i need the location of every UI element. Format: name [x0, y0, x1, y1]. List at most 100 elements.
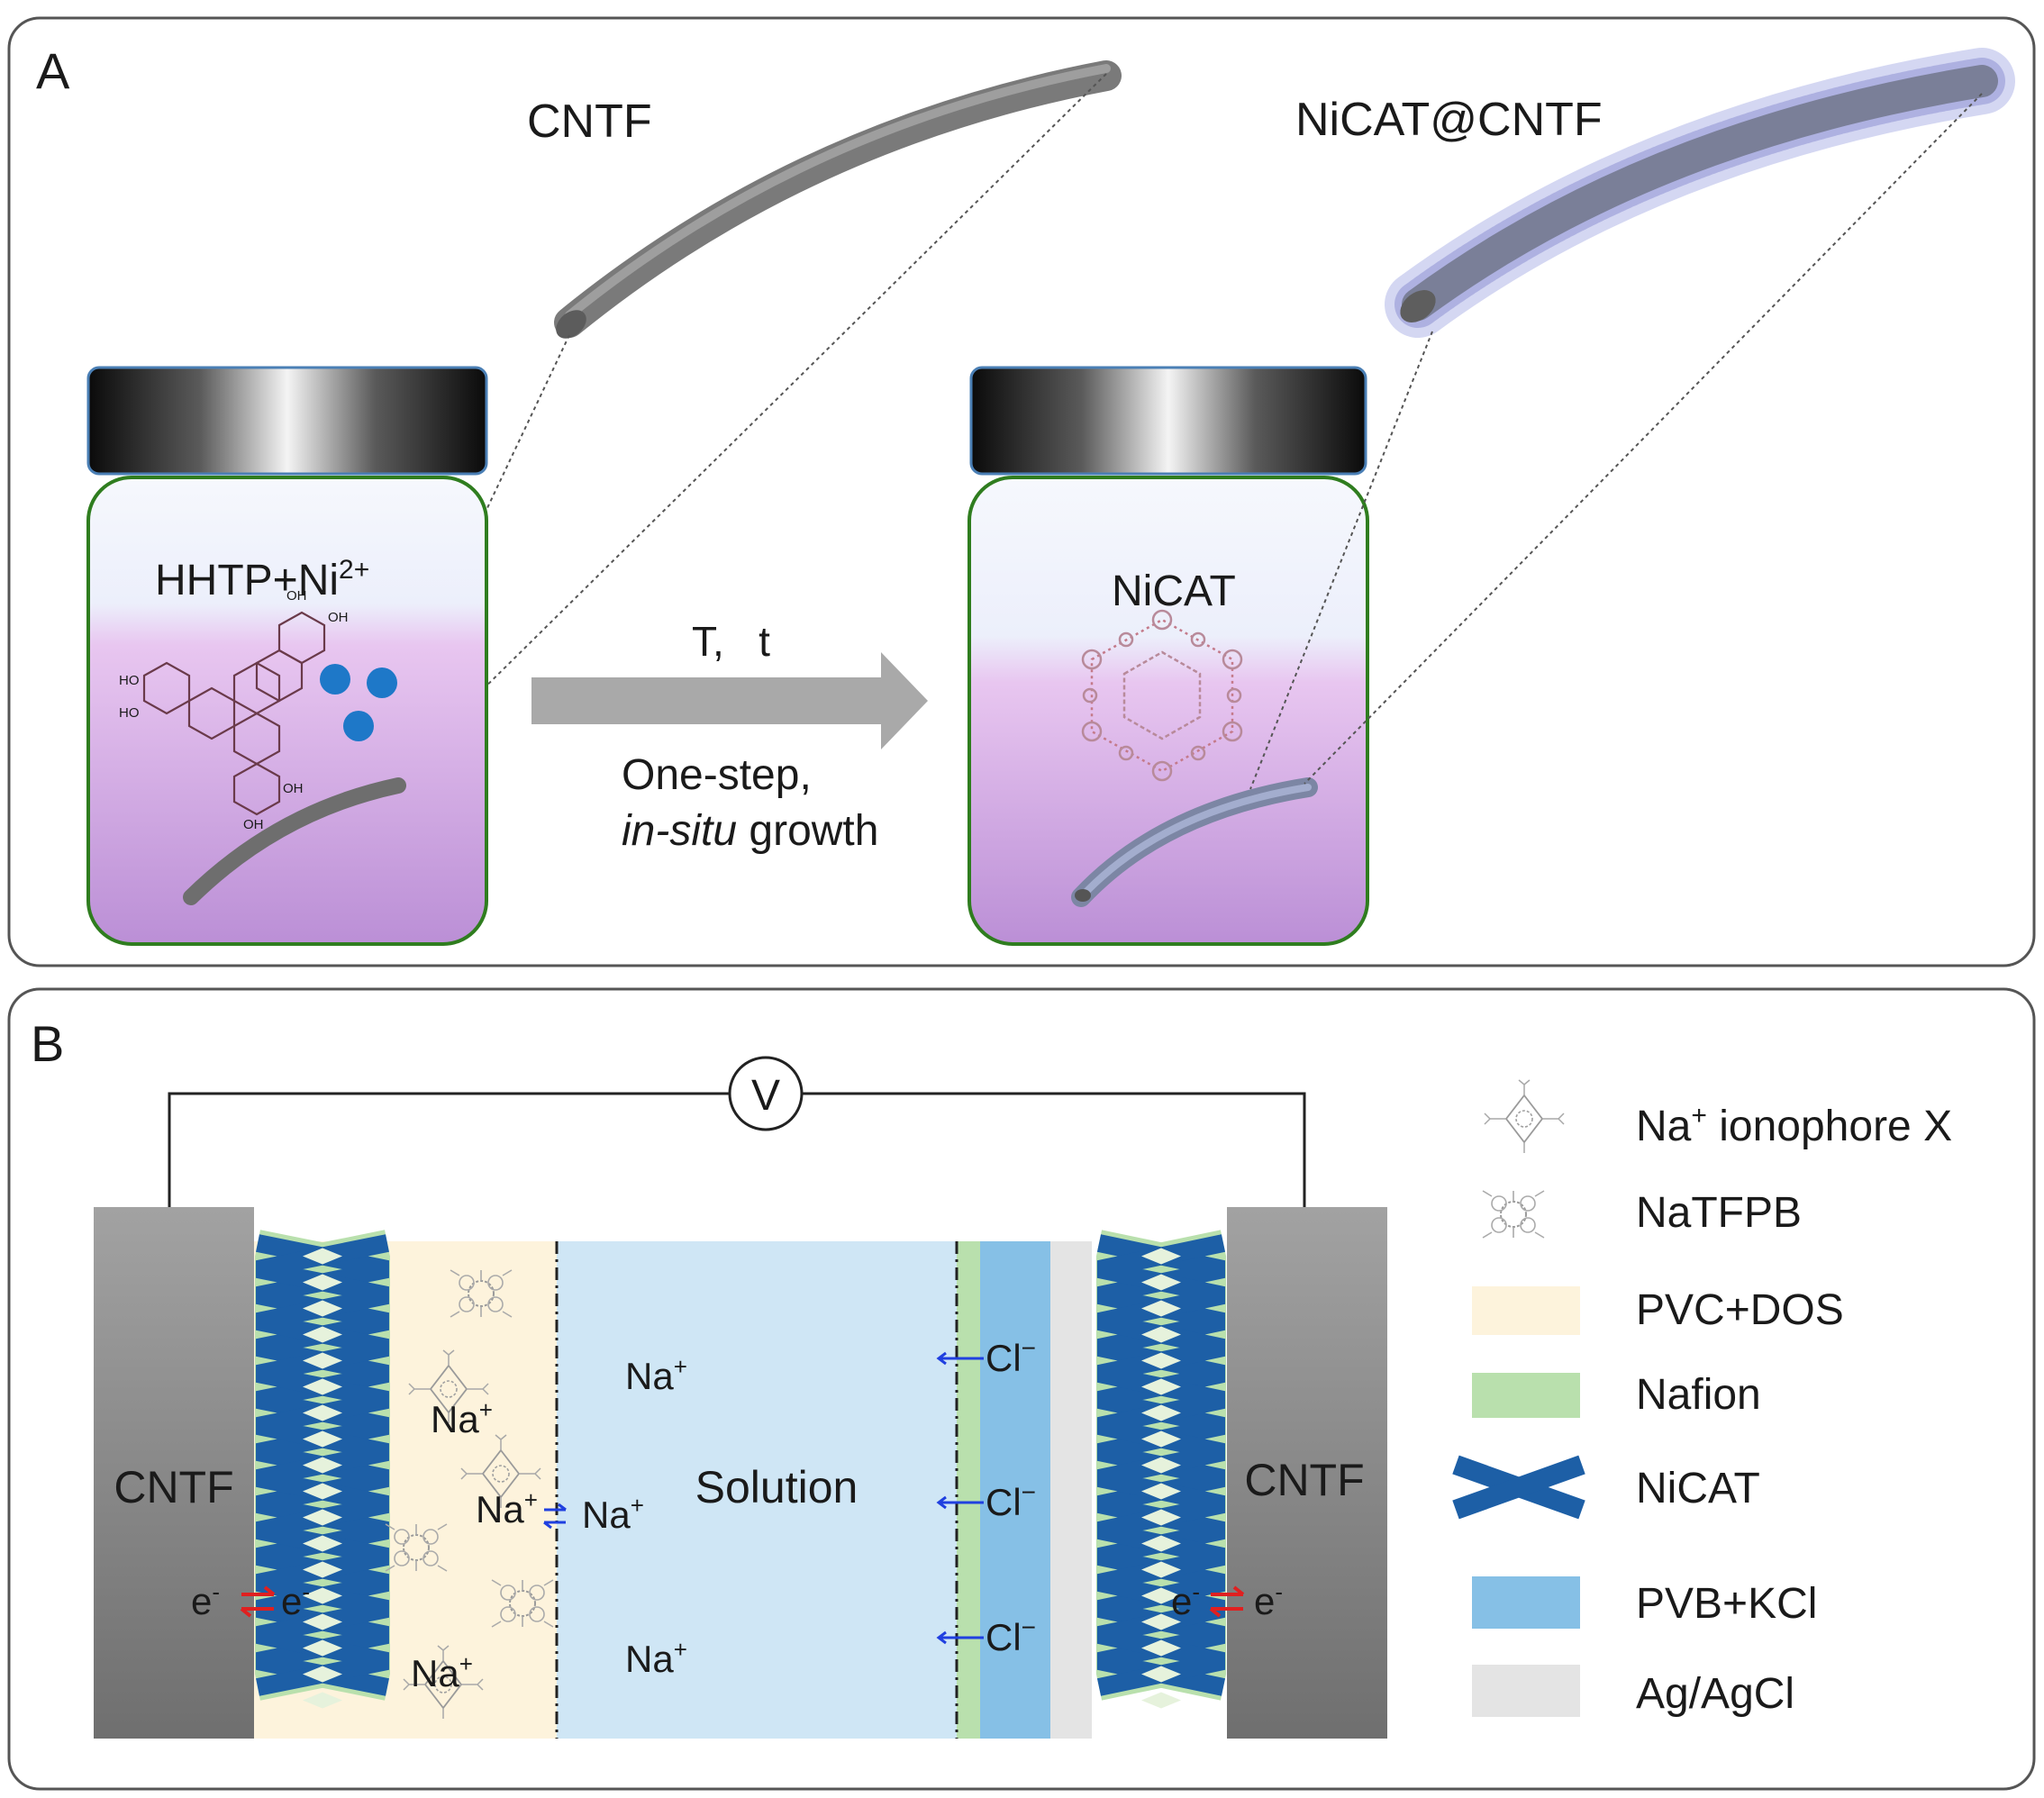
svg-text:e-: e-	[281, 1578, 310, 1622]
pvb-kcl-layer	[980, 1241, 1050, 1739]
nicat-pore	[1141, 1587, 1181, 1604]
svg-text:OH: OH	[283, 781, 304, 796]
cntf-label: CNTF	[527, 95, 652, 148]
electron-exchange-left: e- e-	[191, 1578, 310, 1622]
panel-b-letter: B	[31, 1015, 64, 1072]
cl-ion-1: Cl−	[936, 1334, 1036, 1379]
svg-text:HO: HO	[119, 705, 140, 721]
nicat-pore	[303, 1587, 342, 1604]
legend-swatch-nicat	[1452, 1455, 1585, 1520]
svg-text:e-: e-	[1171, 1578, 1200, 1622]
left-electrode	[94, 1207, 254, 1739]
nicat-pore	[303, 1483, 342, 1500]
legend-swatch-pvb-kcl	[1472, 1576, 1580, 1629]
arrow-bottom-line1: One-step,	[622, 751, 812, 799]
hhtp-molecule	[142, 611, 326, 816]
electron-exchange-right: e- e-	[1171, 1578, 1283, 1622]
cl-ion-3: Cl−	[936, 1613, 1036, 1658]
nafion-layer	[957, 1241, 980, 1739]
ni-ion-dot	[367, 667, 397, 698]
nicat-pore	[1141, 1404, 1181, 1421]
nicat-pore	[303, 1692, 342, 1709]
svg-text:e-: e-	[1254, 1578, 1283, 1622]
ag-agcl-layer	[1050, 1241, 1092, 1739]
process-arrow	[531, 652, 928, 749]
cl-ion-2: Cl−	[936, 1478, 1036, 1523]
zoom-line-left-2	[388, 73, 1107, 783]
nicat-pore	[1141, 1457, 1181, 1474]
nicat-pore	[1141, 1692, 1181, 1709]
nicat-pore	[303, 1639, 342, 1657]
solution-region	[557, 1241, 957, 1739]
voltmeter	[728, 1056, 804, 1131]
cntf-fiber-end	[556, 310, 586, 339]
nicat-pore	[303, 1613, 342, 1630]
nicat-pore	[303, 1404, 342, 1421]
legend-swatch-ag-agcl	[1472, 1665, 1580, 1717]
nicat-pore	[303, 1430, 342, 1448]
svg-text:OH: OH	[243, 817, 264, 832]
arrow-bottom-line2: in-situ growth	[622, 807, 878, 855]
svg-text:HO: HO	[119, 673, 140, 688]
zoom-line-right-2	[1304, 93, 1983, 785]
na-ion-label: Na+	[431, 1396, 493, 1440]
nicat-pore	[1141, 1483, 1181, 1500]
nicat-pore	[1141, 1274, 1181, 1291]
na-ion-label: Na+	[625, 1353, 687, 1397]
voltmeter-label: V	[751, 1072, 780, 1120]
jar-right-label: NiCAT	[1112, 568, 1236, 615]
na-ion-label: Na+	[625, 1636, 687, 1680]
jar-right-cap	[969, 366, 1367, 476]
legend-label-nicat: NiCAT	[1636, 1465, 1760, 1512]
ni-ion-dot	[343, 711, 374, 741]
nicat-cntf-label: NiCAT@CNTF	[1295, 94, 1603, 146]
right-electrode	[1227, 1207, 1387, 1739]
nicat-pore	[1141, 1352, 1181, 1369]
legend-swatch-nafion	[1472, 1373, 1580, 1418]
na-ion-label: Na+	[582, 1492, 644, 1536]
svg-text:Cl−: Cl−	[986, 1334, 1036, 1379]
nicat-pore	[1141, 1613, 1181, 1630]
nicat-pore	[1141, 1300, 1181, 1317]
legend-label-pvb-kcl: PVB+KCl	[1636, 1580, 1817, 1628]
nicat-pore	[303, 1457, 342, 1474]
nicat-pore	[303, 1561, 342, 1578]
left-electrode-label: CNTF	[114, 1462, 233, 1512]
right-electrode-label: CNTF	[1244, 1455, 1364, 1505]
legend-label-tfpb: NaTFPB	[1636, 1189, 1802, 1237]
legend-label-pvc-dos: PVC+DOS	[1636, 1286, 1844, 1334]
jar-right-body	[967, 476, 1369, 946]
nicat-pore	[303, 1248, 342, 1265]
nicat-layer-right	[1095, 1230, 1227, 1709]
legend-label-ag-agcl: Ag/AgCl	[1636, 1670, 1794, 1718]
legend: Na+ ionophore X NaTFPB PVC+DOS Nafion Ni…	[1452, 1079, 1952, 1718]
na-ion-label: Na+	[476, 1486, 538, 1530]
nicat-pore	[303, 1352, 342, 1369]
solution-label: Solution	[695, 1462, 858, 1512]
legend-label-nafion: Nafion	[1636, 1371, 1761, 1419]
nicat-pore	[303, 1300, 342, 1317]
nicat-pore	[1141, 1248, 1181, 1265]
svg-text:OH: OH	[328, 610, 349, 625]
hhtp-oh-labels: OH OH HO HO OH OH	[119, 588, 349, 832]
jar-left-cap	[86, 366, 488, 476]
nicat-cntf-fiber-end	[1400, 290, 1436, 322]
nicat-cntf-fiber	[1402, 65, 1998, 321]
svg-text:Cl−: Cl−	[986, 1613, 1036, 1658]
cntf-fiber	[554, 60, 1122, 338]
nicat-layer-left	[255, 1230, 390, 1709]
nicat-pore	[303, 1274, 342, 1291]
nicat-pore	[1141, 1639, 1181, 1657]
nicat-pore	[1141, 1509, 1181, 1526]
jar-left-label: HHTP+Ni2+	[155, 555, 369, 604]
nicat-pore	[1141, 1430, 1181, 1448]
svg-text:e-: e-	[191, 1578, 220, 1622]
nicat-pore	[1141, 1561, 1181, 1578]
ni-ion-dot	[320, 664, 350, 695]
legend-label-ionophore: Na+ ionophore X	[1636, 1101, 1952, 1150]
jar-left-fiber	[183, 777, 406, 905]
zoom-line-right-1	[1249, 331, 1433, 790]
na-ion-label: Na+	[411, 1650, 473, 1694]
nicat-framework	[1081, 609, 1243, 782]
